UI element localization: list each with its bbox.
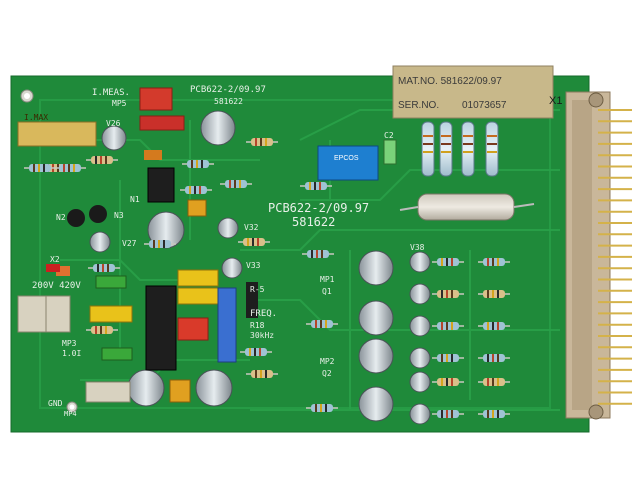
epcos-label: EPCOS (334, 155, 359, 162)
ser-no-value: 01073657 (462, 100, 507, 111)
c2-label: C2 (384, 131, 394, 140)
v32-label: V32 (244, 223, 259, 232)
axial-resistor (182, 160, 214, 168)
connector-label: X1 (549, 95, 562, 107)
r18-label: R18 (250, 321, 265, 330)
v38-label: V38 (410, 243, 425, 252)
axial-resistor (478, 410, 510, 418)
axial-resistor (86, 156, 118, 164)
x2-label: X2 (50, 255, 60, 264)
mp3-value: 1.0I (62, 349, 81, 358)
n3-label: N3 (114, 211, 124, 220)
n1-label: N1 (130, 195, 140, 204)
mp5-label: MP5 (112, 99, 127, 108)
axial-resistor (432, 322, 464, 330)
axial-resistor (306, 404, 338, 412)
mp4-label: MP4 (64, 410, 77, 418)
axial-resistor (432, 378, 464, 386)
transistors (46, 205, 107, 272)
electrolytic-capacitors (89, 110, 431, 425)
mp3-label: MP3 (62, 339, 77, 348)
ser-no-text: SER.NO. (398, 100, 439, 111)
copper-traces (60, 109, 560, 411)
code-top: 581622 (214, 97, 243, 106)
axial-resistor (220, 180, 252, 188)
axial-resistor (432, 258, 464, 266)
axial-resistor (88, 264, 120, 272)
mat-no-text: MAT.NO. 581622/09.97 (398, 76, 502, 87)
axial-resistor (478, 322, 510, 330)
mp2-label: MP2 (320, 357, 335, 366)
axial-resistor (478, 258, 510, 266)
n2-label: N2 (56, 213, 66, 222)
edge-connector (565, 91, 632, 420)
code-main: 581622 (292, 215, 335, 229)
axial-resistor (180, 186, 212, 194)
axial-resistor (24, 164, 56, 172)
axial-resistor (86, 326, 118, 334)
axial-resistor (302, 250, 334, 258)
axial-resistor (300, 182, 332, 190)
axial-resistor (246, 138, 278, 146)
axial-resistor (432, 410, 464, 418)
axial-resistors (24, 138, 510, 418)
part-number-main: PCB622-2/09.97 (268, 201, 369, 215)
integrated-circuits (145, 167, 258, 371)
axial-resistor (432, 290, 464, 298)
freq-value: 30kHz (250, 331, 274, 340)
axial-resistor (478, 354, 510, 362)
q1-label: Q1 (322, 287, 332, 296)
i-meas-label: I.MEAS. (92, 88, 130, 98)
mp1-label: MP1 (320, 275, 335, 284)
axial-resistor (240, 348, 272, 356)
axial-resistor (54, 164, 86, 172)
r5-label: R-5 (250, 285, 265, 294)
voltage-label: 200V 420V (32, 281, 81, 291)
axial-resistor (432, 354, 464, 362)
axial-resistor (306, 320, 338, 328)
axial-resistor (246, 370, 278, 378)
serial-label (392, 65, 554, 119)
v27-label: V27 (122, 239, 137, 248)
imax-label: I.MAX (24, 113, 48, 122)
gnd-label: GND (48, 399, 63, 408)
axial-resistor (478, 290, 510, 298)
part-number-top: PCB622-2/09.97 (190, 85, 266, 95)
film-capacitors (17, 87, 185, 160)
box-capacitors (17, 139, 397, 403)
axial-resistor (238, 238, 270, 246)
axial-resistor (478, 378, 510, 386)
power-resistors (399, 121, 535, 221)
axial-resistor (144, 240, 176, 248)
v26-label: V26 (106, 119, 121, 128)
freq-label: FREQ. (250, 309, 277, 319)
q2-label: Q2 (322, 369, 332, 378)
mounting-holes (20, 89, 78, 413)
v33-label: V33 (246, 261, 261, 270)
